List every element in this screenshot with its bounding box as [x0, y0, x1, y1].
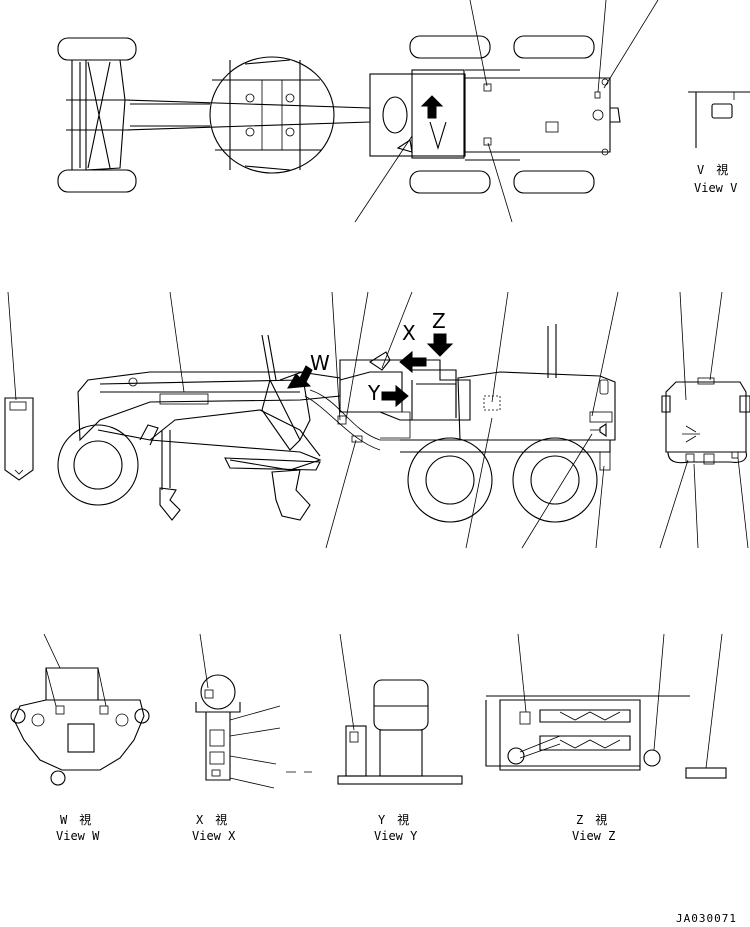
arrow-w-icon [287, 365, 313, 389]
tire-front-left [57, 37, 137, 61]
marker-z-label: Z [432, 309, 446, 333]
side-rear-wheel-1 [407, 437, 493, 523]
arrow-z-icon [426, 333, 454, 357]
arrow-y-icon [381, 384, 409, 408]
view-y-en-caption: View Y [374, 829, 418, 843]
view-w-detail [10, 633, 150, 786]
tire-rear-left-2 [513, 35, 595, 59]
top-view-machine [57, 35, 621, 194]
side-view-machine [57, 324, 616, 523]
marker-y-label: Y [367, 381, 381, 405]
tire-rear-right-1 [409, 170, 491, 194]
view-w-en-caption: View W [56, 829, 100, 843]
view-w-jp-caption: W 視 [60, 812, 91, 827]
view-z-jp-caption: Z 視 [576, 812, 607, 827]
view-v-jp-caption: V 視 [697, 162, 728, 177]
tire-front-right [57, 169, 137, 193]
view-x-jp-caption: X 視 [196, 812, 227, 827]
top-leader-lines [354, 0, 659, 223]
view-z-en-caption: View Z [572, 829, 615, 843]
view-z-detail [485, 633, 727, 779]
tire-rear-left-1 [409, 35, 491, 59]
view-v-en-caption: View V [694, 181, 737, 195]
marker-w-label: W [310, 351, 330, 375]
side-leader-lines [7, 291, 619, 549]
side-rear-wheel-2 [512, 437, 598, 523]
view-y-jp-caption: Y 視 [378, 812, 409, 827]
view-x-detail [195, 633, 312, 789]
view-y-detail [337, 633, 463, 785]
view-x-en-caption: View X [192, 829, 236, 843]
drawing-code: JA030071 [676, 912, 737, 925]
label-tag-left [4, 397, 34, 481]
rear-view-machine [659, 291, 750, 549]
marker-x-label: X [402, 321, 416, 345]
tire-rear-right-2 [513, 170, 595, 194]
arrow-x-icon [399, 350, 427, 374]
view-v-inset [688, 91, 750, 148]
side-front-wheel [57, 424, 139, 506]
